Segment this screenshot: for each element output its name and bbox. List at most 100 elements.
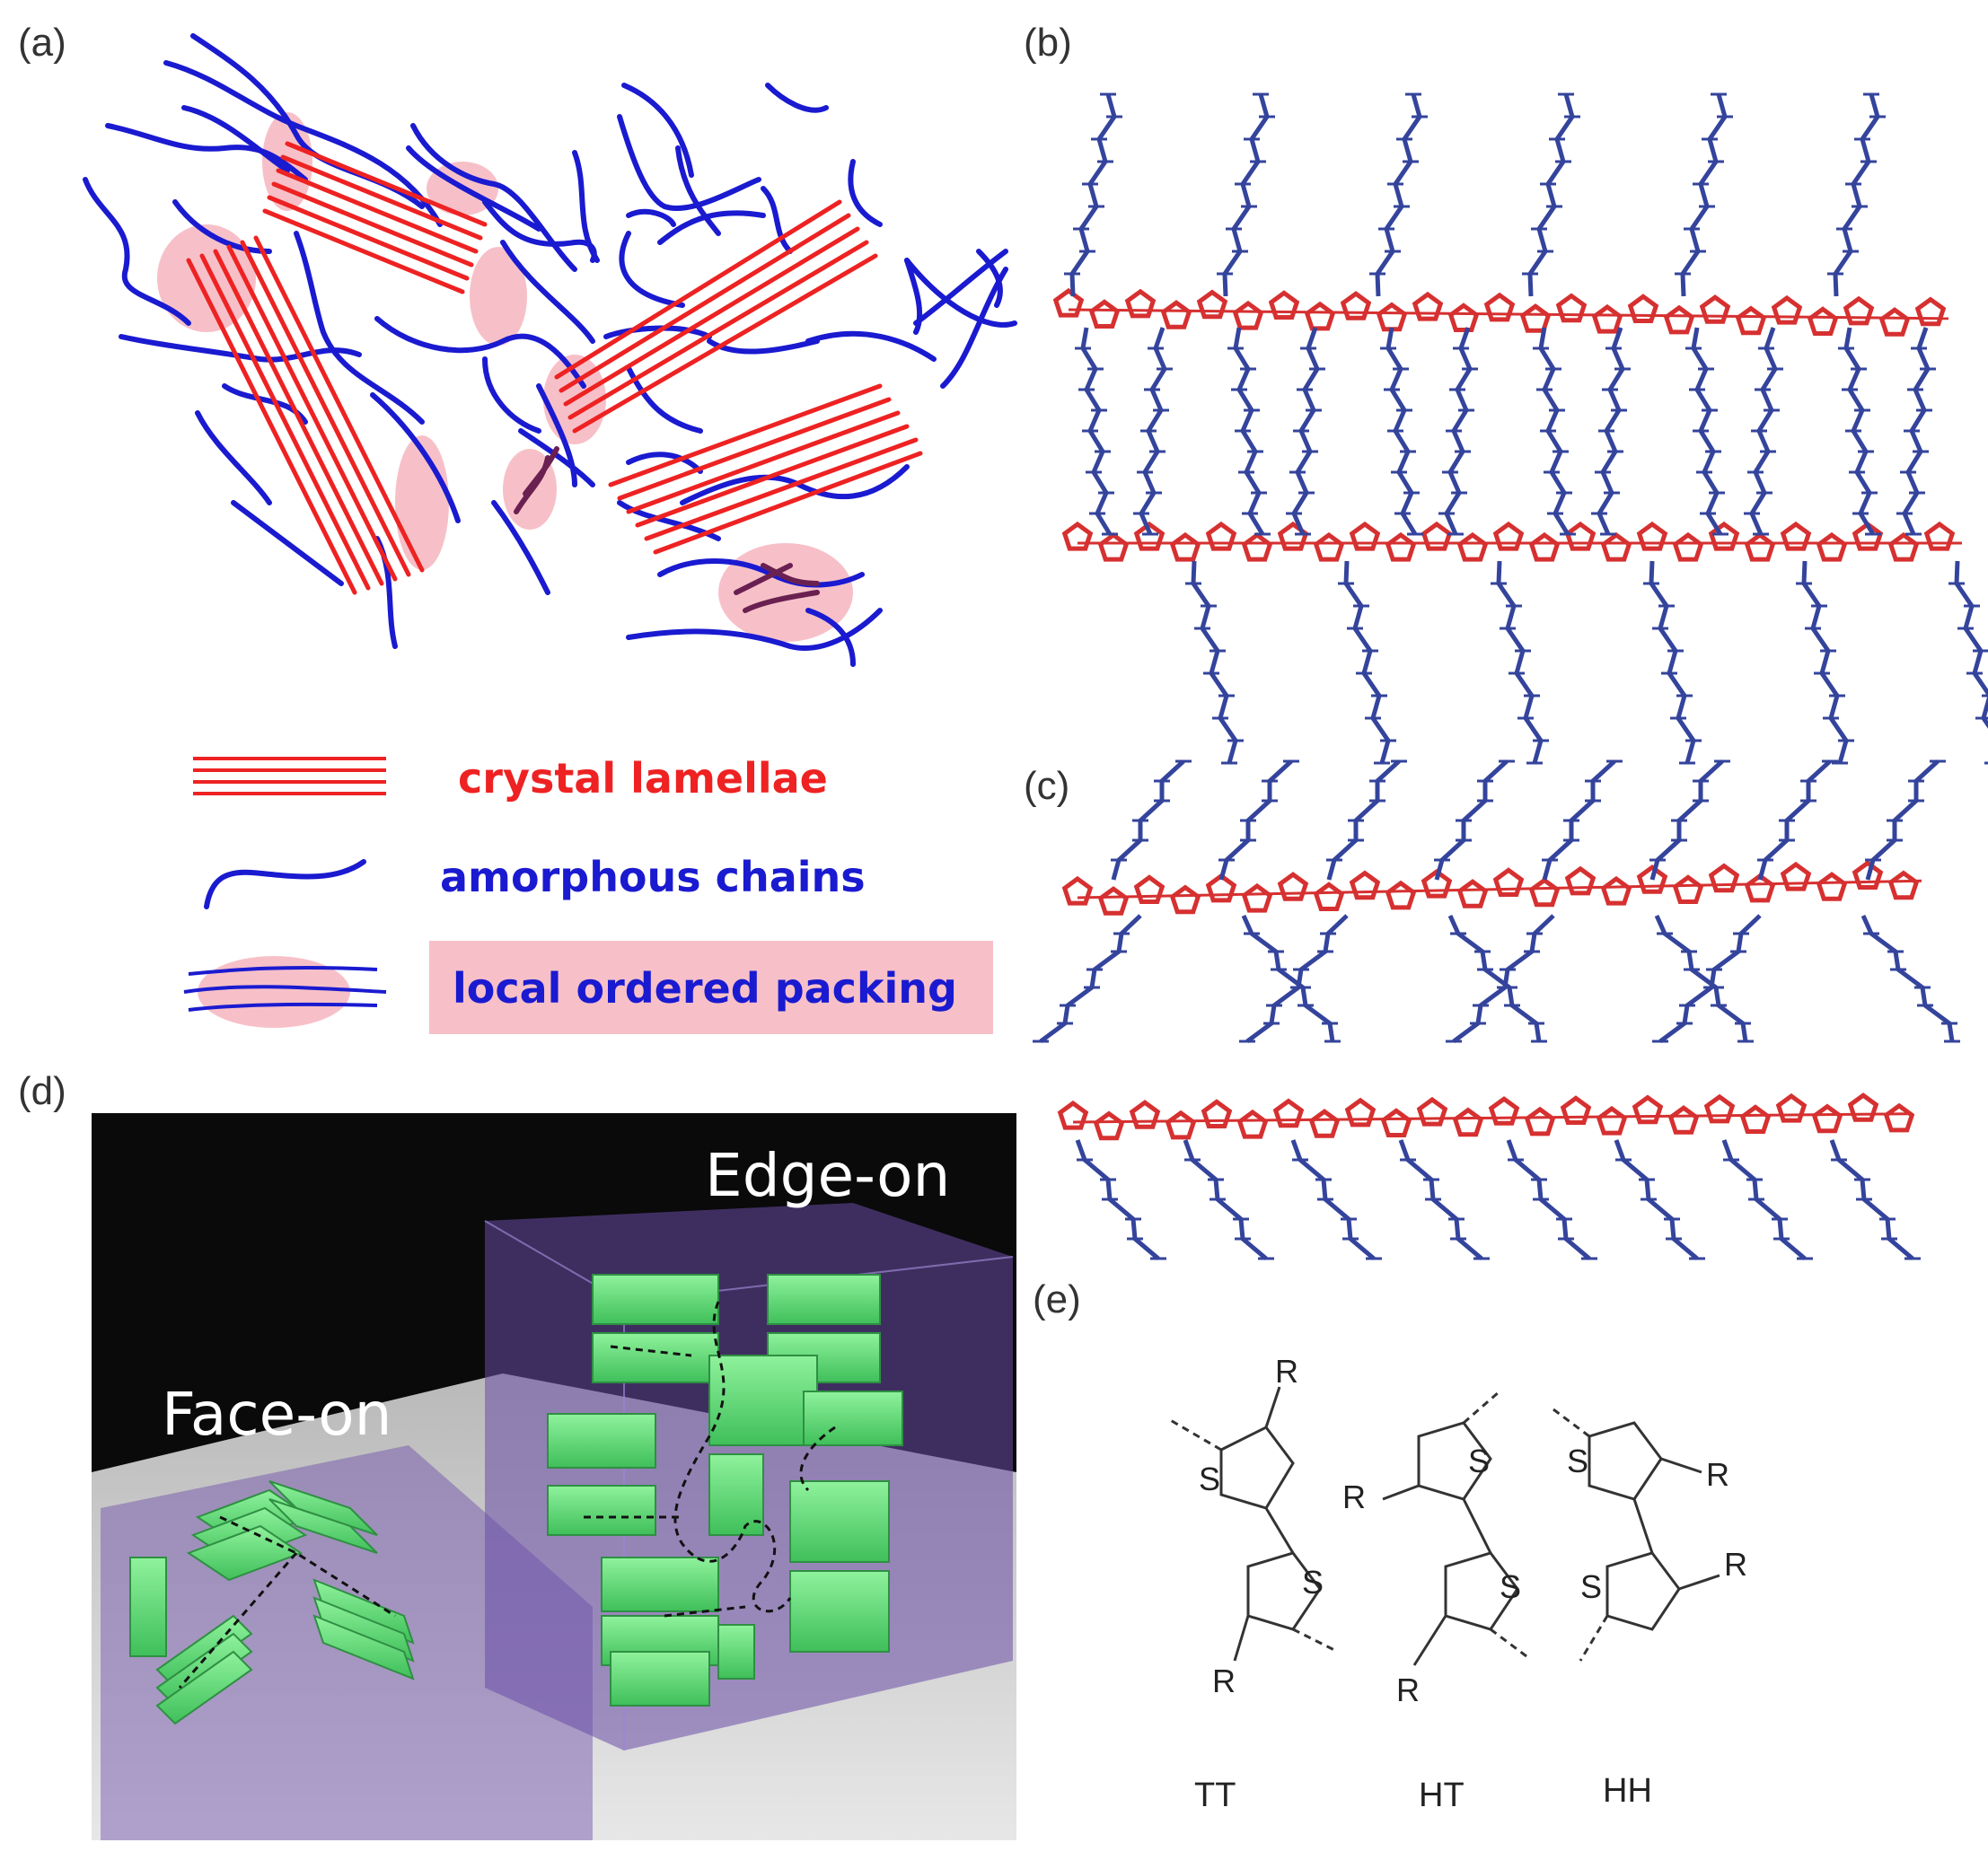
tt-s-top: S (1199, 1461, 1220, 1497)
alkyl-side-chain (1039, 914, 1142, 1044)
alkyl-side-chain (1375, 93, 1422, 297)
alkyl-side-chain (1954, 560, 1988, 729)
hh-dimer (1553, 1408, 1720, 1662)
panel-e-regioisomers (1166, 1386, 1720, 1666)
thiophene-ring (1088, 299, 1121, 329)
thiophene-ring (1452, 1107, 1484, 1137)
thiophene-ring (1241, 531, 1273, 562)
thiophene-ring (1816, 531, 1848, 562)
panel-b-packing-diagram (1052, 92, 1988, 765)
thiophene-ring (1205, 873, 1237, 903)
thiophene-ring (1165, 1110, 1197, 1140)
legend-amorphous-label: amorphous chains (440, 853, 866, 901)
legend-local-box (429, 941, 993, 1034)
tt-dimer (1166, 1386, 1339, 1662)
tt-r-bottom: R (1212, 1663, 1236, 1699)
alkyl-side-chain (1496, 560, 1544, 764)
thiophene-ring (1596, 1105, 1628, 1136)
thiophene-ring (1236, 1109, 1269, 1139)
local-ordered-overlaps (514, 446, 820, 613)
alkyl-side-chain (1191, 560, 1238, 764)
alkyl-side-chain (1860, 914, 1955, 1042)
thiophene-ring (1744, 531, 1776, 562)
thiophene-ring (1057, 1100, 1089, 1130)
edge-on-crystallites (547, 1274, 903, 1707)
thiophene-ring (1412, 291, 1444, 321)
thiophene-ring (1456, 879, 1489, 908)
ht-s-top: S (1468, 1443, 1490, 1479)
panel-label-c: (c) (1024, 764, 1069, 808)
alkyl-side-chain (1654, 914, 1748, 1042)
hh-s-bottom: S (1580, 1568, 1602, 1605)
backbone-link (1072, 1112, 1909, 1124)
thiophene-ring (1097, 531, 1130, 562)
thiophene-ring (1807, 306, 1839, 336)
thiophene-ring (1196, 289, 1228, 320)
thiophene-ring (1914, 296, 1947, 327)
alkyl-side-chain (1801, 560, 1849, 764)
thiophene-ring (1852, 860, 1884, 890)
legend-local-swatch-lines (183, 965, 387, 1012)
thiophene-ring (1201, 1099, 1233, 1128)
thiophene-ring (1528, 531, 1561, 562)
thiophene-ring (1667, 1105, 1700, 1135)
alkyl-side-chain (1447, 914, 1542, 1042)
thiophene-ring (1488, 1096, 1520, 1126)
thiophene-ring (1847, 1092, 1879, 1122)
alkyl-side-chain (1649, 560, 1696, 764)
thiophene-ring (1097, 886, 1130, 916)
panel-d-orientation-render: Face-on Edge-on (92, 1113, 1016, 1840)
thiophene-ring (1739, 1104, 1772, 1134)
thiophene-ring (1093, 1110, 1125, 1141)
alkyl-side-chain (1833, 93, 1880, 297)
thiophene-ring (1129, 1100, 1161, 1129)
thiophene-ring (1887, 531, 1920, 562)
thiophene-ring (1232, 300, 1264, 330)
thiophene-ring (1349, 521, 1381, 551)
thiophene-ring (1627, 294, 1659, 323)
thiophene-ring (1600, 875, 1632, 906)
thiophene-ring (1775, 1092, 1808, 1123)
ht-r-bottom: R (1396, 1672, 1420, 1708)
thiophene-ring (1663, 304, 1695, 335)
panel-e-labels: R S S R S R S R S R S R TT HT HH (1194, 1353, 1747, 1814)
thiophene-ring (1923, 521, 1956, 551)
charge-transport-paths (178, 1301, 836, 1689)
thiophene-ring (1591, 303, 1623, 334)
thiophene-ring (1421, 521, 1453, 551)
backbone-link (1068, 308, 1949, 320)
thiophene-ring (1483, 292, 1516, 322)
thiophene-ring (1160, 300, 1192, 329)
thiophene-ring (1887, 870, 1920, 900)
thiophene-ring (1313, 531, 1345, 562)
backbone-link (1077, 879, 1922, 899)
thiophene-ring (1771, 294, 1803, 325)
legend-local-swatch-blob (198, 956, 350, 1028)
thiophene-ring (1061, 521, 1094, 551)
thiophene-ring (1816, 872, 1848, 901)
alkyl-side-chain (1680, 93, 1728, 297)
thiophene-ring (1636, 864, 1668, 894)
thiophene-ring (1169, 884, 1201, 915)
thiophene-ring (1169, 531, 1201, 562)
alkyl-side-chain (1241, 914, 1335, 1042)
thiophene-ring (1843, 295, 1875, 326)
thiophene-ring (1780, 861, 1812, 891)
thiophene-ring (1133, 874, 1166, 904)
thiophene-ring (1376, 302, 1408, 332)
thiophene-ring (1308, 1109, 1341, 1138)
alkyl-side-chain (1658, 914, 1762, 1044)
ht-dimer (1382, 1390, 1527, 1666)
thiophene-ring (1636, 521, 1668, 551)
thiophene-ring (1564, 865, 1597, 896)
thiophene-ring (1416, 1096, 1448, 1127)
panel-c-packing-diagram (1033, 759, 1960, 1260)
hh-s-top: S (1567, 1443, 1588, 1479)
crystal-lamellae (186, 141, 923, 595)
alkyl-side-chain (1343, 560, 1391, 764)
thiophene-ring (1344, 1097, 1377, 1128)
ht-s-bottom: S (1500, 1568, 1521, 1605)
thiophene-ring (1672, 874, 1704, 904)
thiophene-ring (1380, 1108, 1412, 1137)
thiophene-ring (1524, 1106, 1556, 1136)
